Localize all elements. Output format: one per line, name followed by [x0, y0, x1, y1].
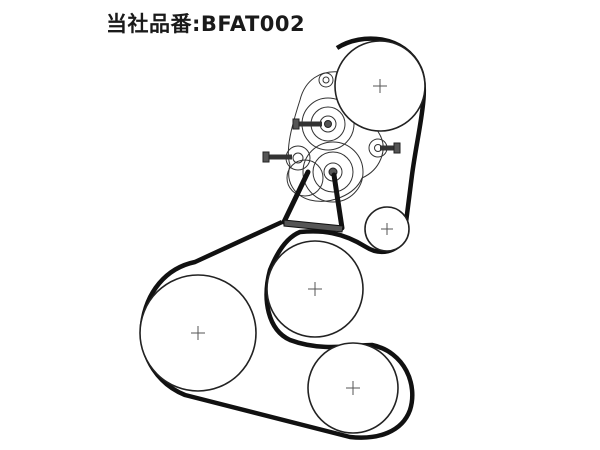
tensioner-mount-hole	[318, 72, 334, 88]
bolt-upper	[292, 118, 322, 130]
tensioner-mount-hole-inner	[322, 76, 330, 84]
upper-idler-bolt-head	[324, 120, 332, 128]
bolt-right	[380, 142, 401, 154]
crankshaft-pulley	[139, 274, 257, 392]
small-idler-pulley	[364, 206, 410, 252]
tensioner-arm-right	[331, 172, 345, 231]
pivot-left-ring	[286, 159, 324, 197]
center-pulley	[266, 240, 364, 338]
tensioner-pulley-mid	[312, 151, 354, 193]
tensioner-shoe	[283, 219, 344, 233]
drive-belt	[139, 36, 427, 440]
bolt-left	[262, 151, 292, 163]
tensioner-assembly	[262, 71, 401, 233]
tensioner-pulley-outer	[302, 141, 364, 203]
pivot-left-inner	[292, 152, 304, 164]
tensioner-arm-left	[281, 169, 311, 225]
part-number-title: 当社品番:BFAT002	[106, 12, 306, 36]
bottom-right-pulley	[307, 342, 399, 434]
top-right-pulley	[334, 40, 426, 132]
